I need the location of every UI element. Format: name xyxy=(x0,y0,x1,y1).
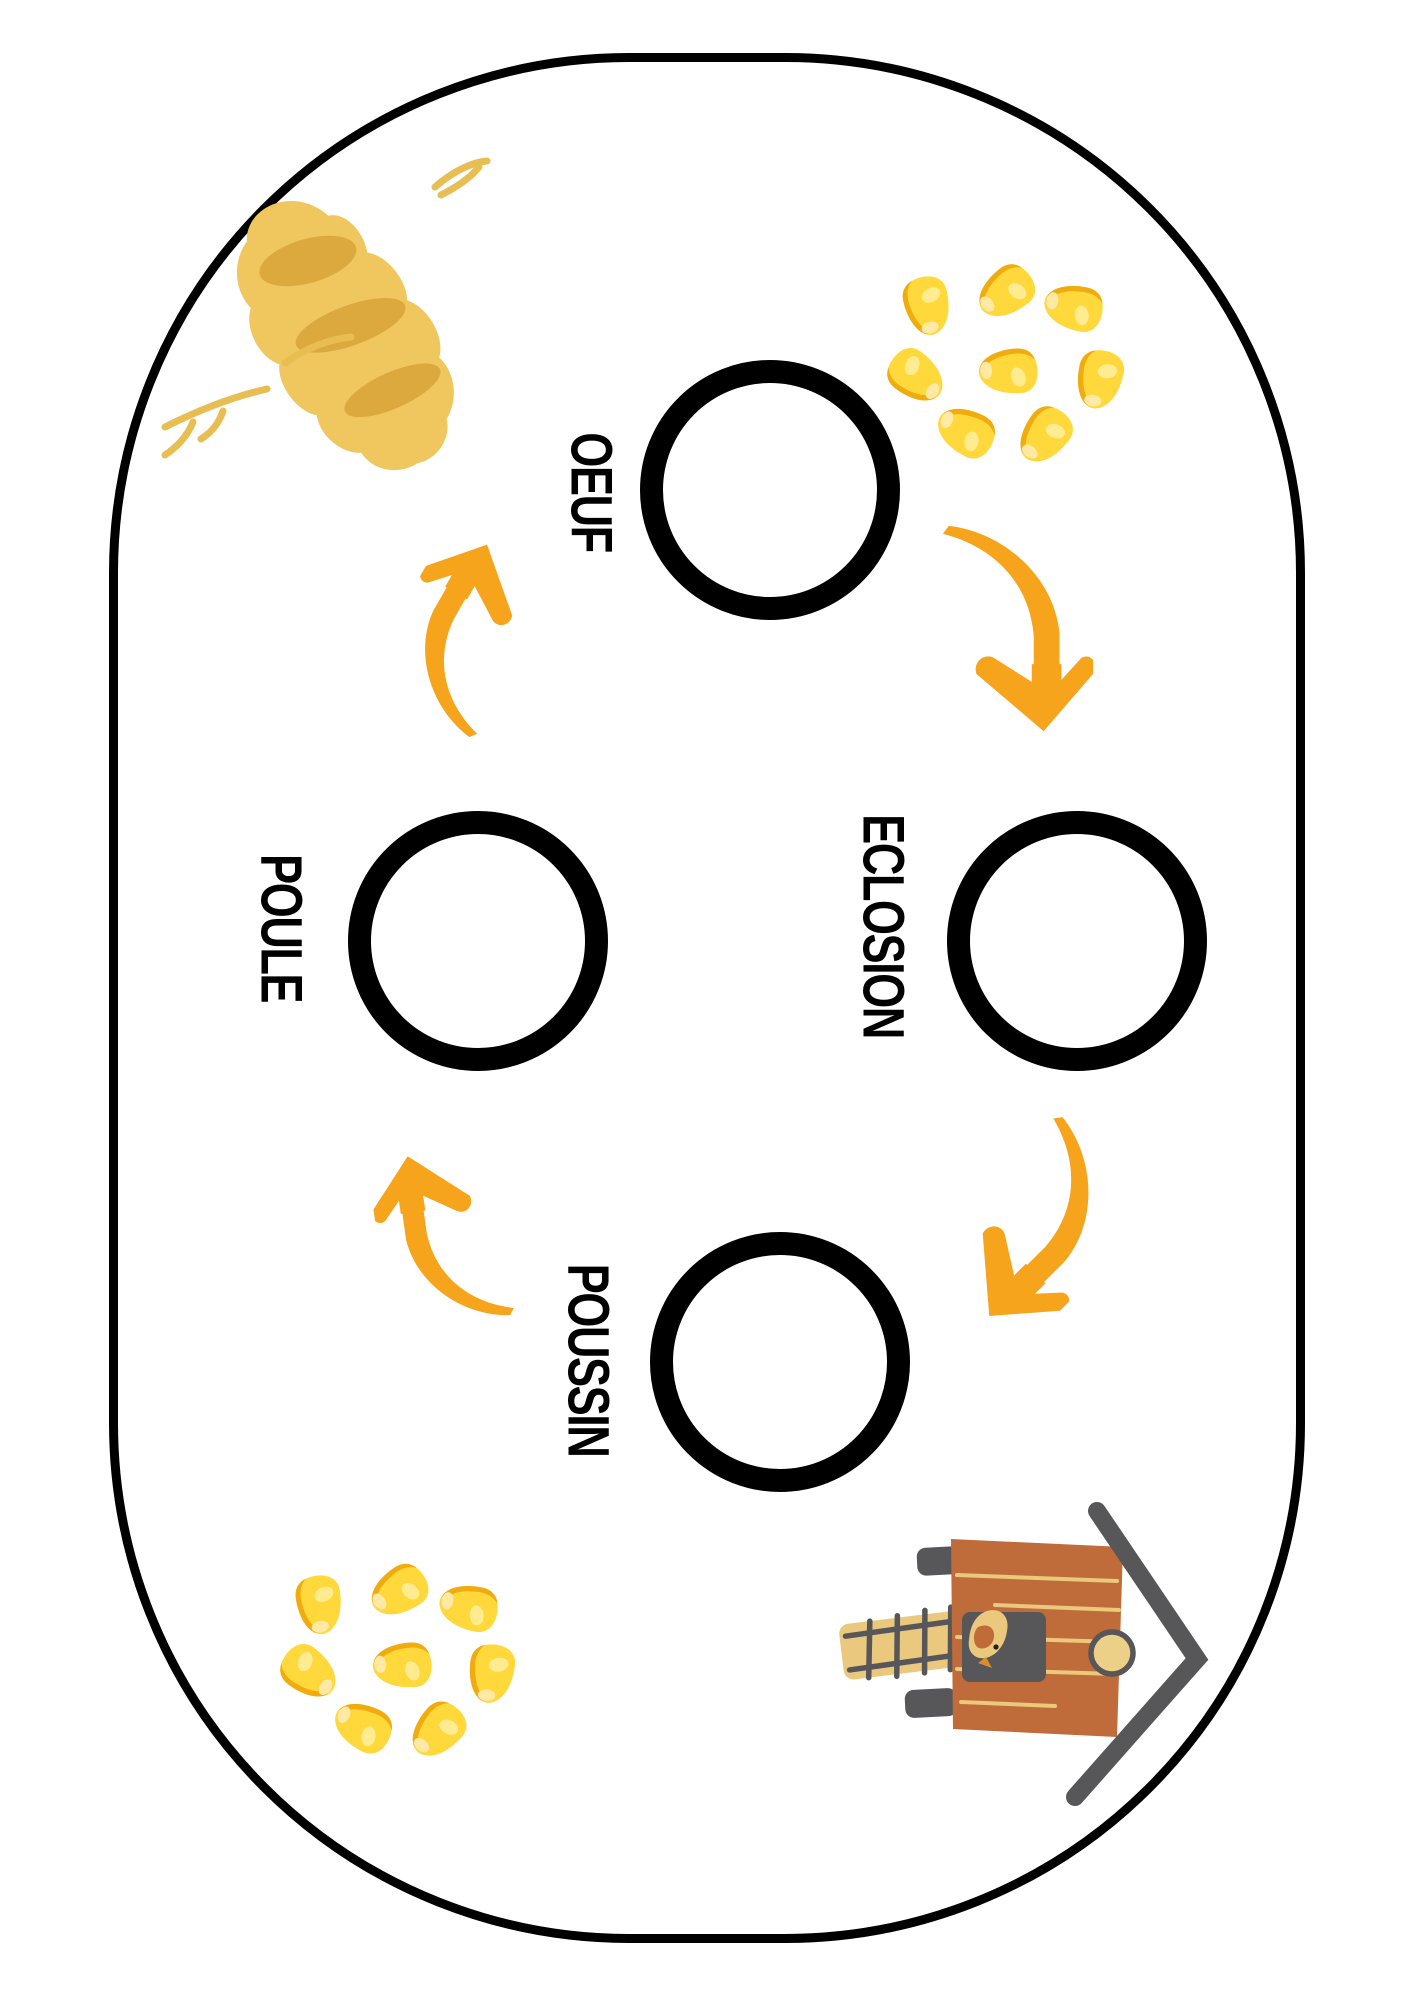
bird xyxy=(968,1610,1008,1668)
step-label-oeuf: OEUF xyxy=(558,432,624,552)
birdhouse-icon xyxy=(839,1502,1209,1806)
slot-circle-oeuf[interactable] xyxy=(640,360,900,620)
page-outline-border xyxy=(109,53,1305,1943)
step-label-eclosion: ECLOSION xyxy=(850,814,916,1038)
slot-circle-poussin[interactable] xyxy=(650,1232,910,1492)
slot-circle-eclosion[interactable] xyxy=(947,811,1207,1071)
feather-icon xyxy=(161,157,491,471)
step-label-poule: POULE xyxy=(248,853,314,1003)
cycle-arrow-eclosion-to-poussin xyxy=(922,1113,1159,1351)
ladder xyxy=(839,1604,976,1681)
cycle-arrow-poule-to-oeuf xyxy=(362,522,562,740)
cycle-arrow-oeuf-to-eclosion xyxy=(942,525,1093,732)
step-label-poussin: POUSSIN xyxy=(555,1263,621,1457)
corn-kernels-icon xyxy=(879,256,1127,473)
corn-kernels-icon xyxy=(272,1556,517,1768)
slot-circle-poule[interactable] xyxy=(348,811,608,1071)
cycle-arrow-poussin-to-poule xyxy=(366,1144,515,1332)
